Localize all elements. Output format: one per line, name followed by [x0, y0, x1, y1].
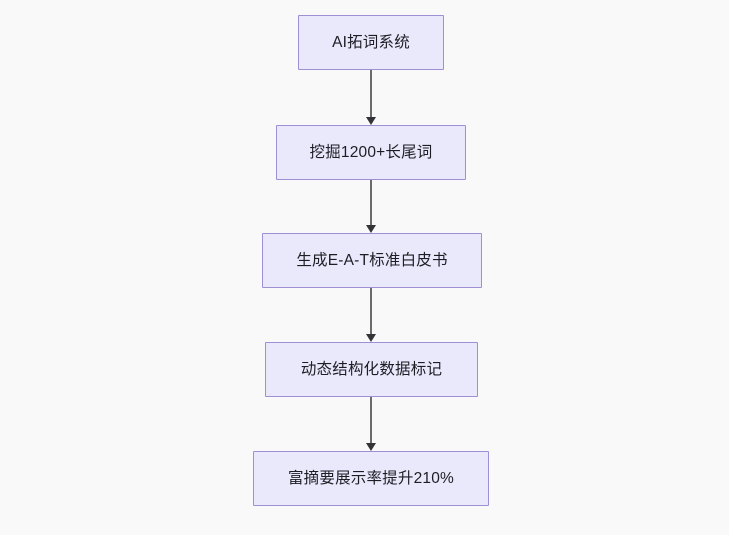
flow-node-2-label: 挖掘1200+长尾词 [309, 143, 433, 161]
arrow-stem [369, 70, 373, 118]
flow-node-5-label: 富摘要展示率提升210% [287, 469, 455, 487]
arrowhead-down-icon [366, 334, 376, 342]
flow-node-4-label: 动态结构化数据标记 [300, 360, 443, 378]
flow-arrow-3-to-4 [365, 288, 377, 342]
flow-arrow-4-to-5 [365, 397, 377, 451]
flow-node-3[interactable]: 生成E-A-T标准白皮书 [262, 233, 482, 288]
arrow-stem [369, 288, 373, 335]
flow-node-2[interactable]: 挖掘1200+长尾词 [276, 125, 466, 180]
flow-node-3-label: 生成E-A-T标准白皮书 [296, 251, 448, 269]
flow-node-4[interactable]: 动态结构化数据标记 [265, 342, 478, 397]
arrowhead-down-icon [366, 117, 376, 125]
flow-arrow-2-to-3 [365, 180, 377, 233]
flow-node-5[interactable]: 富摘要展示率提升210% [253, 451, 489, 506]
flow-node-1-label: AI拓词系统 [332, 33, 410, 51]
arrowhead-down-icon [366, 443, 376, 451]
flow-arrow-1-to-2 [365, 70, 377, 125]
arrow-stem [369, 397, 373, 444]
arrowhead-down-icon [366, 225, 376, 233]
flow-node-1[interactable]: AI拓词系统 [298, 15, 444, 70]
arrow-stem [369, 180, 373, 226]
